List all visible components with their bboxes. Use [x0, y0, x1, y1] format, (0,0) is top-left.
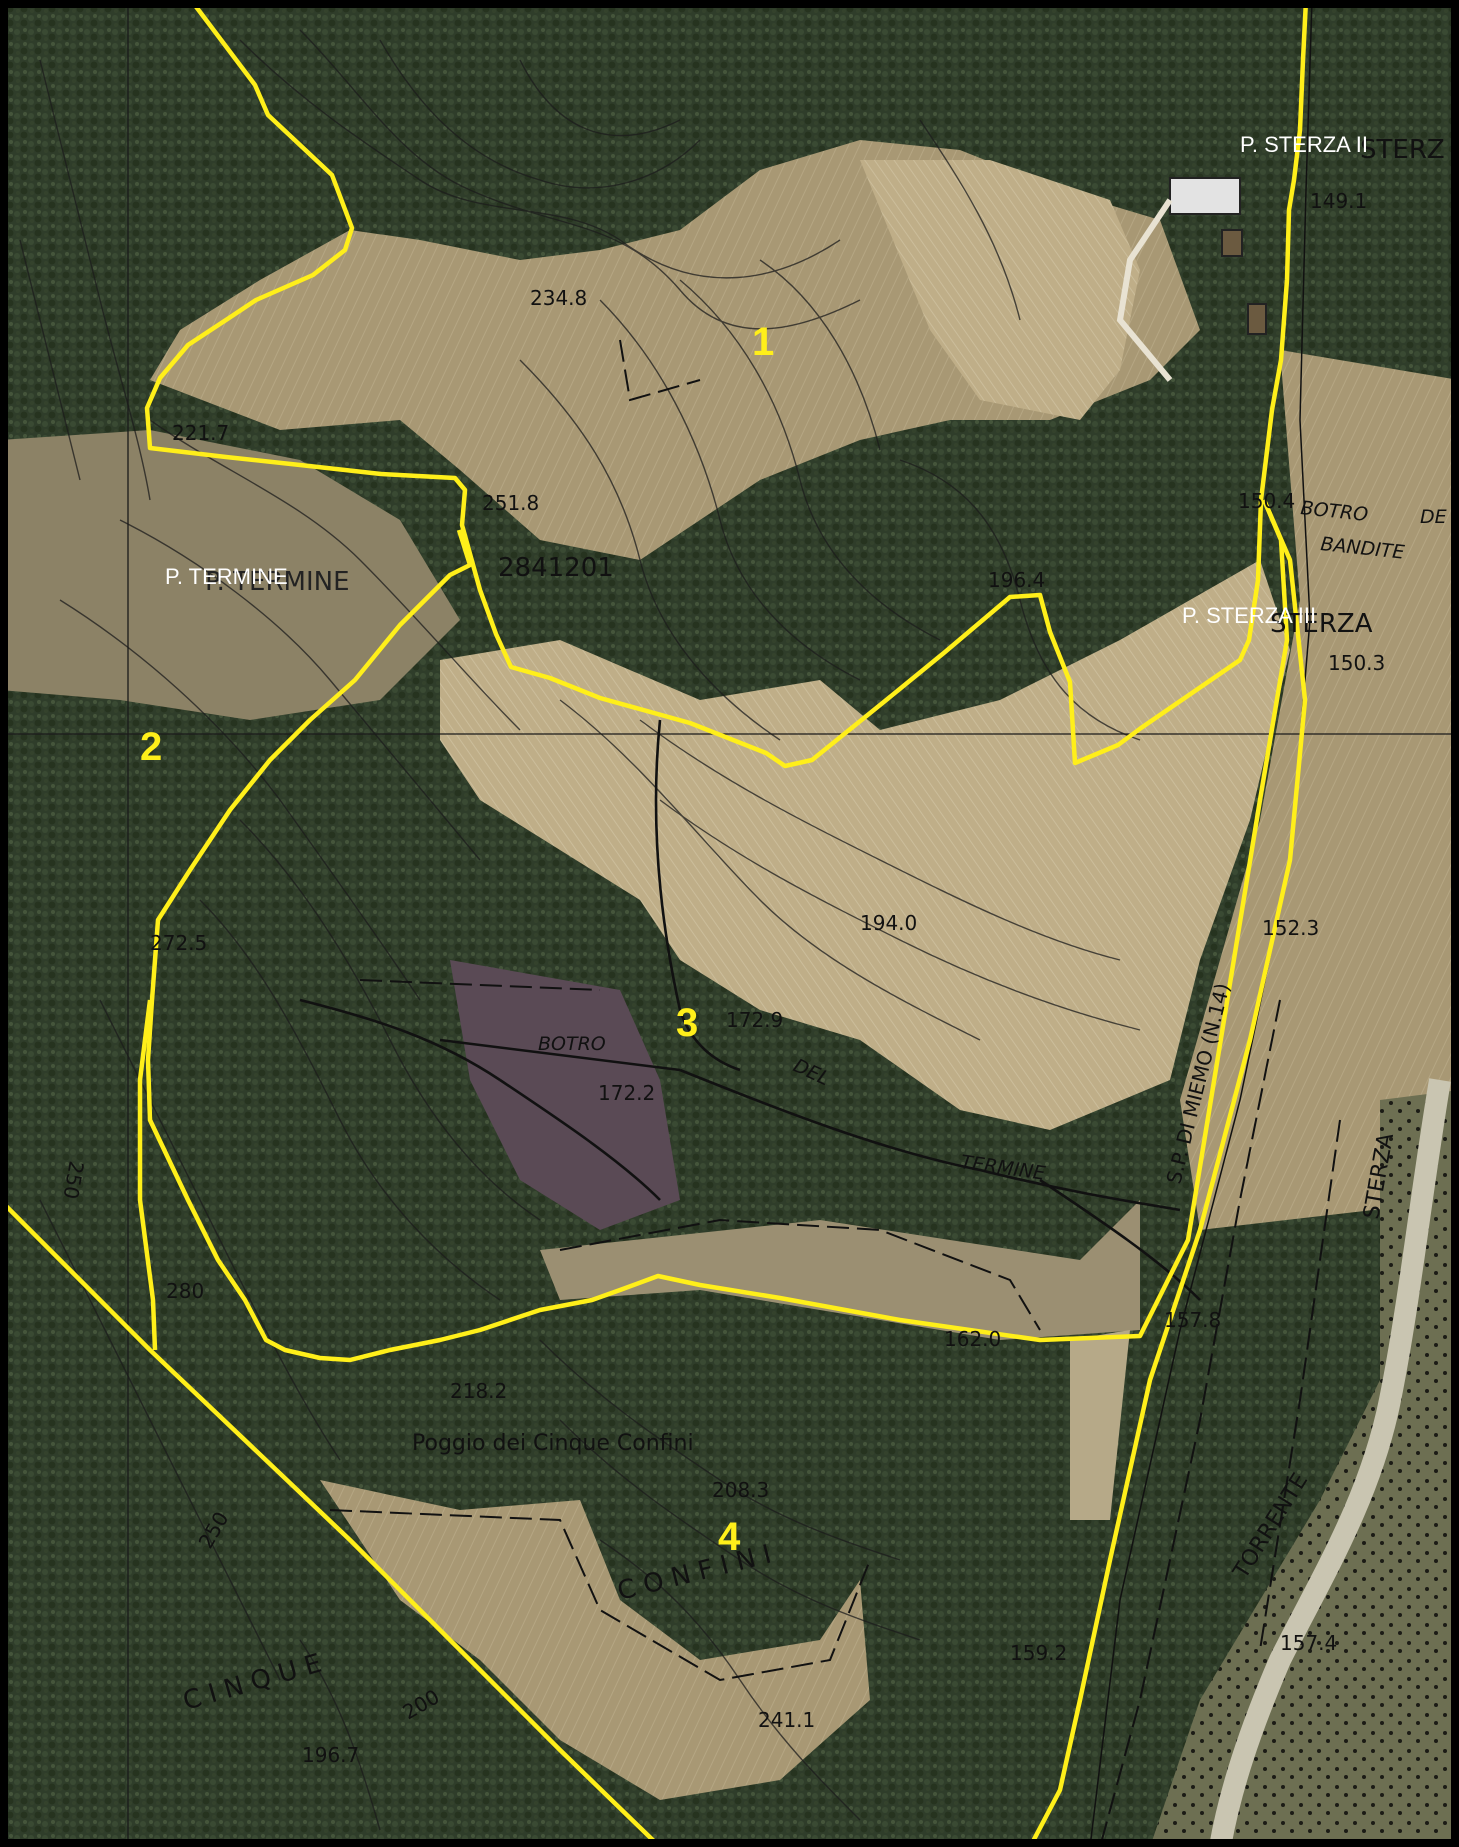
field-south-strip — [540, 1200, 1140, 1340]
elev-157-8: 157.8 — [1164, 1308, 1221, 1332]
place-p-sterza-iii: P. STERZA III — [1182, 603, 1316, 628]
text-cadastral: 2841201 — [498, 553, 614, 583]
text-sterz: STERZ — [1360, 135, 1445, 165]
elev-196-7: 196.7 — [302, 1743, 359, 1767]
elev-208-3: 208.3 — [712, 1478, 769, 1502]
parcel-label-2: 2 — [140, 725, 162, 769]
elev-218-2: 218.2 — [450, 1379, 507, 1403]
text-sterza-right: STERZA — [1270, 609, 1373, 639]
parcel-labels: 1 2 3 4 — [140, 320, 774, 1559]
elev-241-1: 241.1 — [758, 1708, 815, 1732]
elev-150-3: 150.3 — [1328, 651, 1385, 675]
place-p-termine: P. TERMINE — [165, 564, 288, 589]
elev-157-4: 157.4 — [1280, 1631, 1337, 1655]
text-poggio: Poggio dei Cinque Confini — [412, 1431, 694, 1456]
place-p-sterza-ii: P. STERZA II — [1240, 132, 1368, 157]
elev-150-4: 150.4 — [1238, 489, 1295, 513]
elev-234-8: 234.8 — [530, 286, 587, 310]
field-center — [440, 560, 1290, 1130]
river-corridor — [1150, 1090, 1459, 1847]
elev-172-9: 172.9 — [726, 1008, 783, 1032]
text-de: DE — [1420, 506, 1447, 528]
parcel-label-1: 1 — [752, 320, 774, 364]
field-east-strip — [1180, 350, 1459, 1230]
elev-149-1: 149.1 — [1310, 189, 1367, 213]
elev-280: 280 — [166, 1279, 204, 1303]
roads — [329, 339, 1341, 1847]
contour-lines — [19, 29, 1141, 1831]
farm-building — [1169, 177, 1241, 215]
farm-building-3 — [1247, 303, 1267, 335]
elev-196-4: 196.4 — [988, 568, 1045, 592]
elev-194-0: 194.0 — [860, 911, 917, 935]
field-northeast — [860, 160, 1140, 420]
elev-272-5: 272.5 — [150, 931, 207, 955]
text-termine-map: P. TERMINE — [205, 567, 350, 597]
text-botro-mid: BOTRO — [538, 1033, 606, 1055]
elev-172-2: 172.2 — [598, 1081, 655, 1105]
field-purple — [450, 960, 680, 1230]
elev-152-3: 152.3 — [1262, 916, 1319, 940]
elev-221-7: 221.7 — [172, 421, 229, 445]
farm-building-2 — [1221, 229, 1243, 257]
field-southeast-light — [1070, 1330, 1130, 1520]
streams — [299, 719, 1201, 1301]
parcel-boundaries — [0, 0, 1309, 1847]
parcel-label-4: 4 — [718, 1515, 741, 1559]
elev-159-2: 159.2 — [1010, 1641, 1067, 1665]
place-labels: P. STERZA II P. TERMINE P. STERZA III — [165, 132, 1368, 628]
field-southwest — [320, 1480, 870, 1800]
parcel-label-3: 3 — [676, 1001, 698, 1045]
field-west — [0, 430, 460, 720]
river-channel — [1209, 1078, 1451, 1847]
elev-162-0: 162.0 — [944, 1327, 1001, 1351]
elev-251-8: 251.8 — [482, 491, 539, 515]
dirt-road-white — [1116, 198, 1173, 382]
